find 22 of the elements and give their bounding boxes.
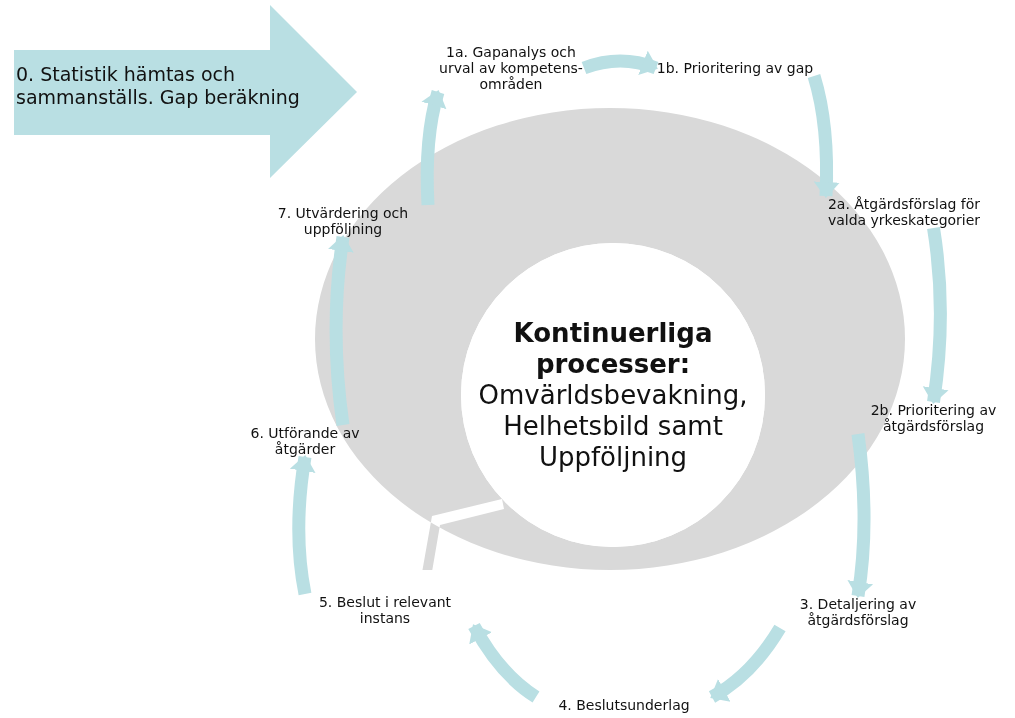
- step-label: 5. Beslut i relevant instans: [296, 594, 474, 626]
- step-label: 2b. Prioritering av åtgärdsförslag: [852, 402, 1015, 434]
- curved-arrow: [807, 74, 840, 198]
- curved-arrow: [420, 90, 447, 206]
- curved-arrow: [328, 235, 354, 426]
- center-text: Omvärldsbevakning, Helhetsbild samt Uppföljning: [477, 379, 749, 473]
- center-heading: Kontinuerliga processer:: [512, 317, 714, 380]
- curved-arrow: [708, 624, 786, 703]
- step-label: 3. Detaljering av åtgärdsförslag: [780, 596, 936, 628]
- curved-arrow: [468, 622, 540, 703]
- step-label: 2a. Åtgärdsförslag för valda yrkeskategorier: [826, 196, 982, 228]
- block-arrow: [14, 5, 357, 178]
- curved-arrow: [922, 227, 949, 404]
- step-label: 4. Beslutsunderlag: [536, 697, 712, 713]
- step-label: 0. Statistik hämtas och sammanställs. Gap beräkning: [16, 63, 301, 109]
- step-label: 7. Utvärdering och uppföljning: [258, 205, 428, 237]
- step-label: 6. Utförande av åtgärder: [232, 425, 378, 457]
- step-label: 1a. Gapanalys och urval av kompetens-områden: [438, 44, 584, 92]
- curved-arrow: [581, 51, 659, 76]
- curved-arrow: [290, 455, 316, 596]
- curved-arrow: [847, 433, 873, 598]
- step-label: 1b. Prioritering av gap: [656, 60, 814, 76]
